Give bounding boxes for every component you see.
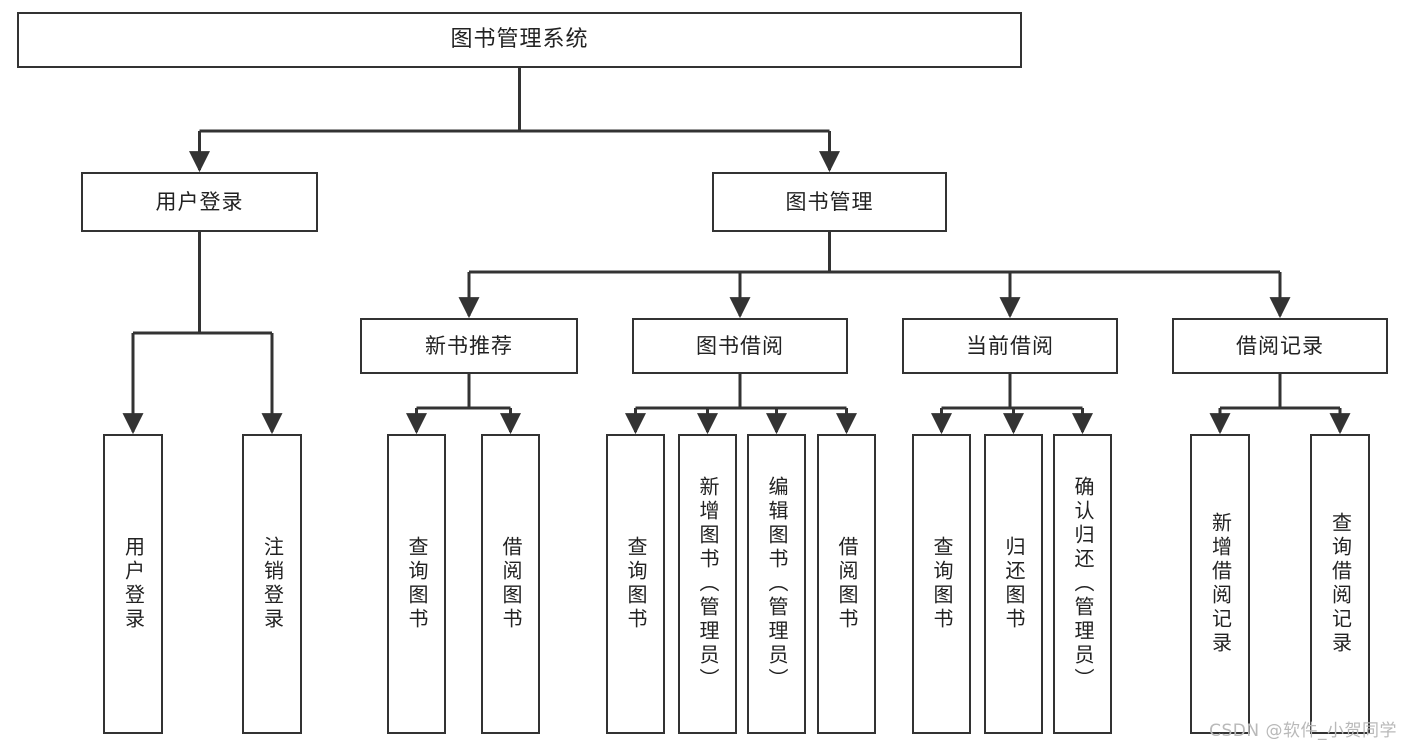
node-leaf-12-label: 查询借阅记录 <box>1328 512 1353 656</box>
node-leaf-10-label: 确认归还（管理员） <box>1071 476 1095 692</box>
node-level3-0[interactable]: 新书推荐 <box>360 318 578 374</box>
node-level3-2-label: 当前借阅 <box>966 333 1054 358</box>
node-level3-0-label: 新书推荐 <box>425 333 513 358</box>
node-leaf-1[interactable]: 注销登录 <box>242 434 302 734</box>
node-leaf-5-label: 新增图书（管理员） <box>696 476 720 692</box>
node-leaf-10[interactable]: 确认归还（管理员） <box>1053 434 1112 734</box>
node-leaf-9[interactable]: 归还图书 <box>984 434 1043 734</box>
node-level3-1-label: 图书借阅 <box>696 333 784 358</box>
node-leaf-5[interactable]: 新增图书（管理员） <box>678 434 737 734</box>
node-root[interactable]: 图书管理系统 <box>17 12 1022 68</box>
node-leaf-8-label: 查询图书 <box>930 536 954 632</box>
node-leaf-6-label: 编辑图书（管理员） <box>765 476 789 692</box>
node-leaf-11[interactable]: 新增借阅记录 <box>1190 434 1250 734</box>
node-leaf-1-label: 注销登录 <box>260 536 285 632</box>
node-level2-1-label: 图书管理 <box>785 189 874 214</box>
node-leaf-7[interactable]: 借阅图书 <box>817 434 876 734</box>
node-leaf-2-label: 查询图书 <box>405 536 429 632</box>
node-leaf-4-label: 查询图书 <box>624 536 648 632</box>
node-level2-0[interactable]: 用户登录 <box>81 172 318 232</box>
node-leaf-9-label: 归还图书 <box>1002 536 1026 632</box>
node-leaf-0[interactable]: 用户登录 <box>103 434 163 734</box>
watermark-text: CSDN @软件_小贺同学 <box>1209 721 1397 741</box>
node-level3-1[interactable]: 图书借阅 <box>632 318 848 374</box>
node-leaf-4[interactable]: 查询图书 <box>606 434 665 734</box>
node-level3-3-label: 借阅记录 <box>1236 333 1324 358</box>
node-leaf-0-label: 用户登录 <box>121 536 146 632</box>
node-level3-3[interactable]: 借阅记录 <box>1172 318 1388 374</box>
node-leaf-6[interactable]: 编辑图书（管理员） <box>747 434 806 734</box>
node-leaf-12[interactable]: 查询借阅记录 <box>1310 434 1370 734</box>
node-level2-0-label: 用户登录 <box>155 189 244 214</box>
node-leaf-2[interactable]: 查询图书 <box>387 434 446 734</box>
node-root-label: 图书管理系统 <box>450 27 589 53</box>
node-level2-1[interactable]: 图书管理 <box>712 172 947 232</box>
node-leaf-3-label: 借阅图书 <box>499 536 523 632</box>
node-leaf-3[interactable]: 借阅图书 <box>481 434 540 734</box>
node-leaf-8[interactable]: 查询图书 <box>912 434 971 734</box>
node-level3-2[interactable]: 当前借阅 <box>902 318 1118 374</box>
node-leaf-11-label: 新增借阅记录 <box>1208 512 1233 656</box>
node-leaf-7-label: 借阅图书 <box>835 536 859 632</box>
